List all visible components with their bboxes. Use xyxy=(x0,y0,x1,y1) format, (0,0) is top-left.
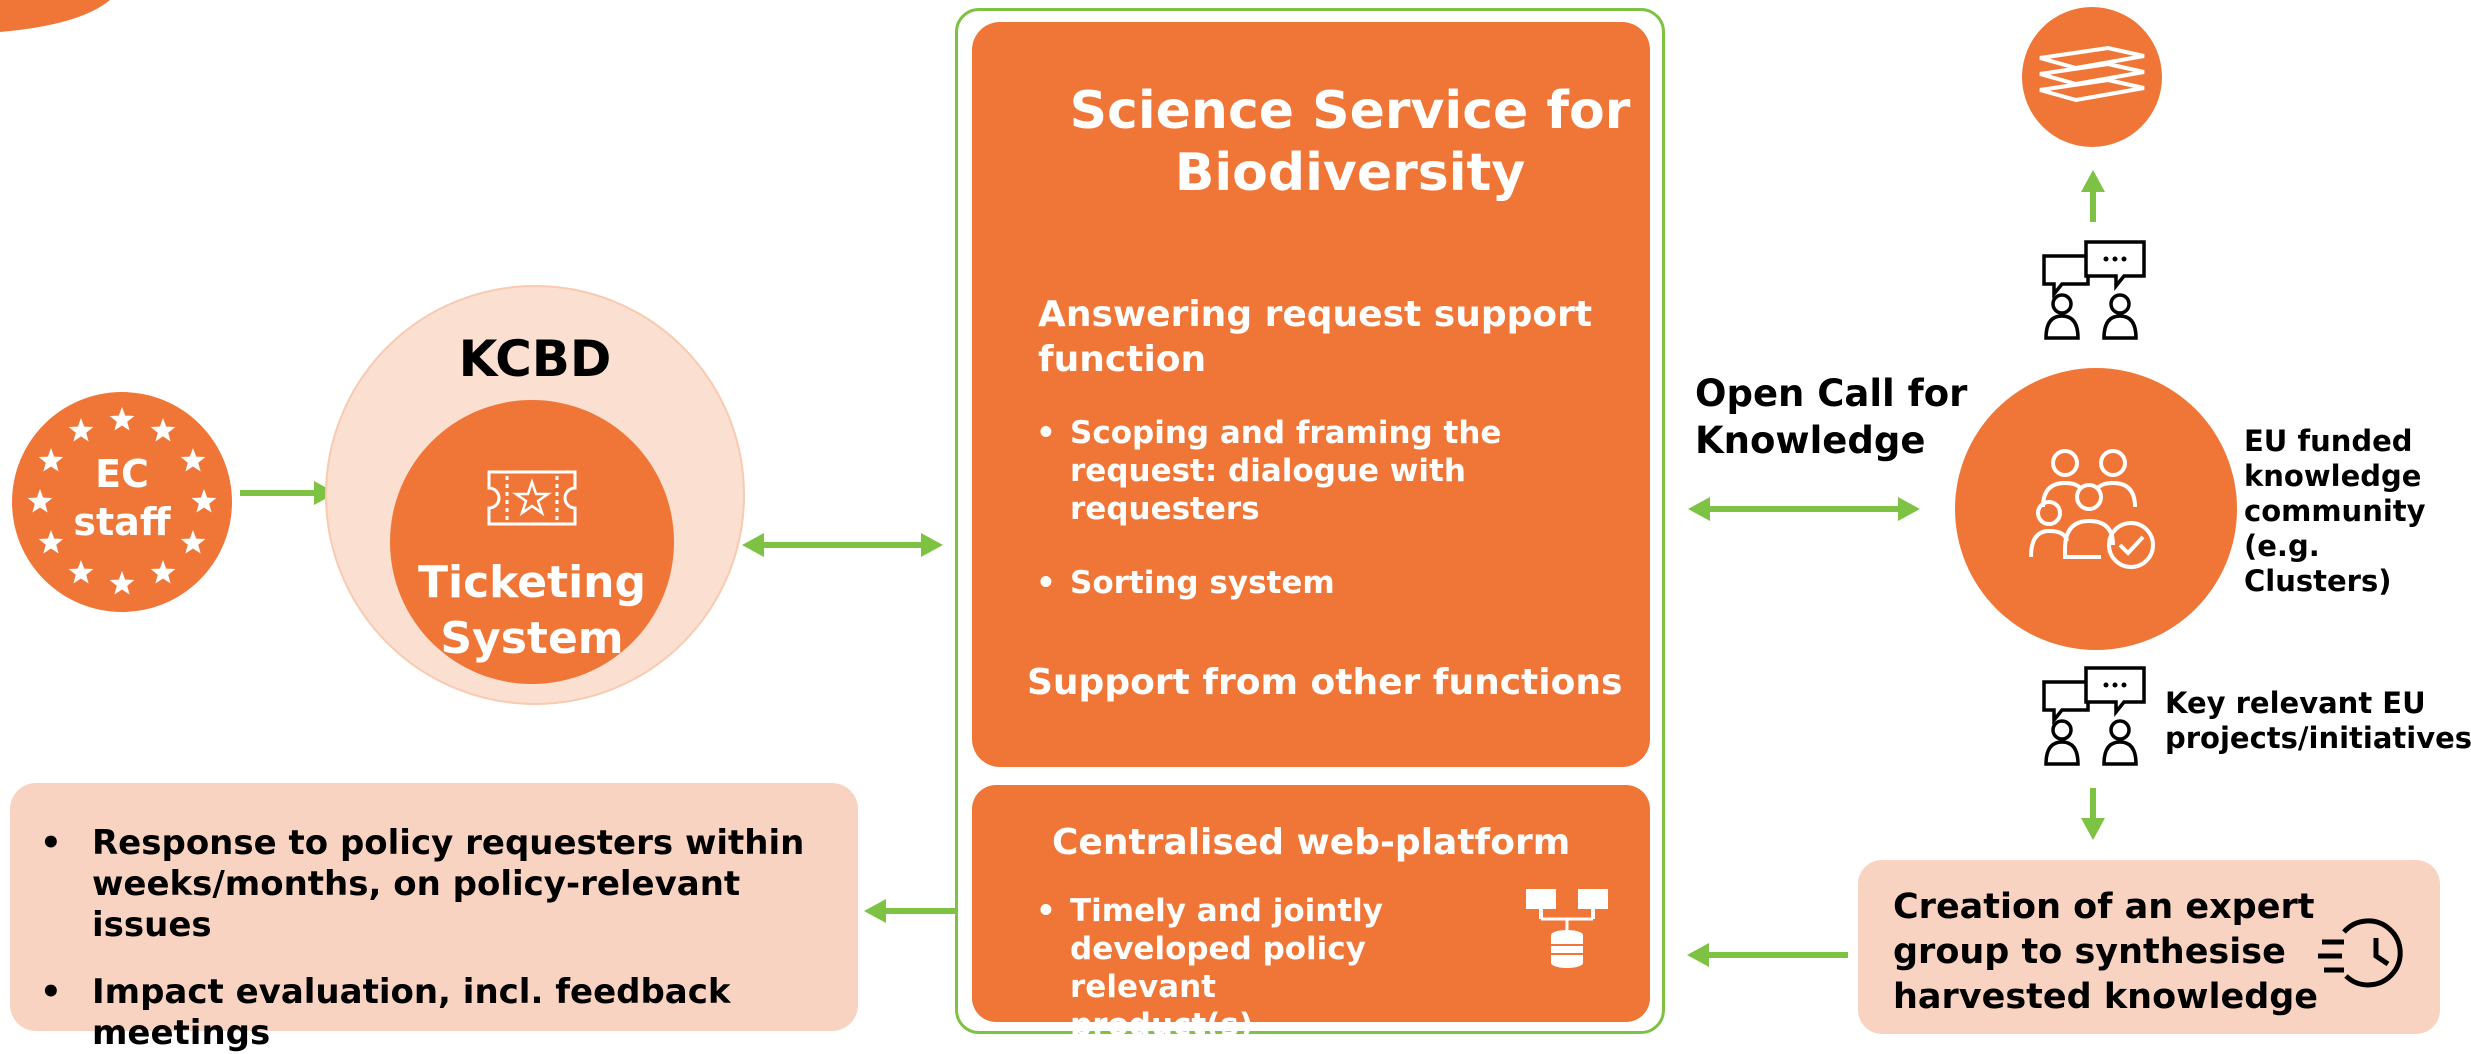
ticketing-circle xyxy=(390,400,674,684)
database-network-icon xyxy=(1526,889,1608,968)
layers-icon xyxy=(2039,45,2145,103)
team-check-icon xyxy=(2029,449,2155,569)
bullet-scoping: Scoping and framing the request: dialogu… xyxy=(1036,414,1636,528)
web-platform-title: Centralised web-platform xyxy=(1052,822,1571,863)
star-mark xyxy=(109,407,135,431)
star-mark xyxy=(150,418,176,442)
star-mark xyxy=(180,530,206,554)
bullet-response: Response to policy requesters within wee… xyxy=(40,823,860,946)
bullet-impact: Impact evaluation, incl. feedback meetin… xyxy=(40,972,860,1054)
star-mark xyxy=(180,448,206,472)
star-mark xyxy=(38,530,64,554)
arrow-ec-to-kcbd xyxy=(240,481,336,505)
corner-decoration xyxy=(0,0,110,32)
arrow-science-community xyxy=(1688,497,1920,521)
answering-heading: Answering request support function xyxy=(1038,294,1593,380)
star-mark xyxy=(191,489,217,513)
expert-group-label: Creation of an expert group to synthesis… xyxy=(1893,887,2319,1017)
arrow-platform-to-outcomes xyxy=(864,899,956,923)
star-mark xyxy=(68,418,94,442)
community-label: EU funded knowledge community (e.g. Clus… xyxy=(2244,424,2426,598)
arrow-kcbd-science xyxy=(742,533,943,557)
arrow-up-to-layers xyxy=(2081,170,2105,222)
arrow-expert-to-platform xyxy=(1687,943,1848,967)
chat-people-icon xyxy=(2042,240,2146,340)
bullet-sorting: Sorting system xyxy=(1036,564,1636,602)
ec-staff-label: EC staff xyxy=(73,452,171,544)
key-projects-label: Key relevant EU projects/initiatives xyxy=(2165,686,2471,755)
expert-group-box xyxy=(1858,860,2440,1034)
star-mark xyxy=(27,489,53,513)
answering-bullets: Scoping and framing the request: dialogu… xyxy=(1036,414,1636,602)
ticketing-label: Ticketing System xyxy=(417,557,647,664)
bullet-timely: Timely and jointly developed policy rele… xyxy=(1036,892,1516,1044)
clock-rewind-icon xyxy=(2318,918,2403,988)
science-service-title: Science Service for Biodiversity xyxy=(1069,81,1631,203)
ticket-icon xyxy=(487,470,577,526)
science-service-panel xyxy=(972,22,1650,767)
star-mark xyxy=(68,560,94,584)
open-call-label: Open Call for Knowledge xyxy=(1695,372,1968,462)
star-mark xyxy=(150,560,176,584)
star-mark xyxy=(109,571,135,595)
arrow-down-to-expert xyxy=(2081,788,2105,840)
kcbd-title: KCBD xyxy=(458,330,612,388)
stars-ring-icon xyxy=(27,407,217,595)
support-heading: Support from other functions xyxy=(1027,662,1623,703)
web-platform-bullets: Timely and jointly developed policy rele… xyxy=(1036,892,1516,1044)
chat-people-icon-2 xyxy=(2042,666,2146,766)
star-mark xyxy=(38,448,64,472)
outcomes-bullets: Response to policy requesters within wee… xyxy=(40,823,860,1054)
